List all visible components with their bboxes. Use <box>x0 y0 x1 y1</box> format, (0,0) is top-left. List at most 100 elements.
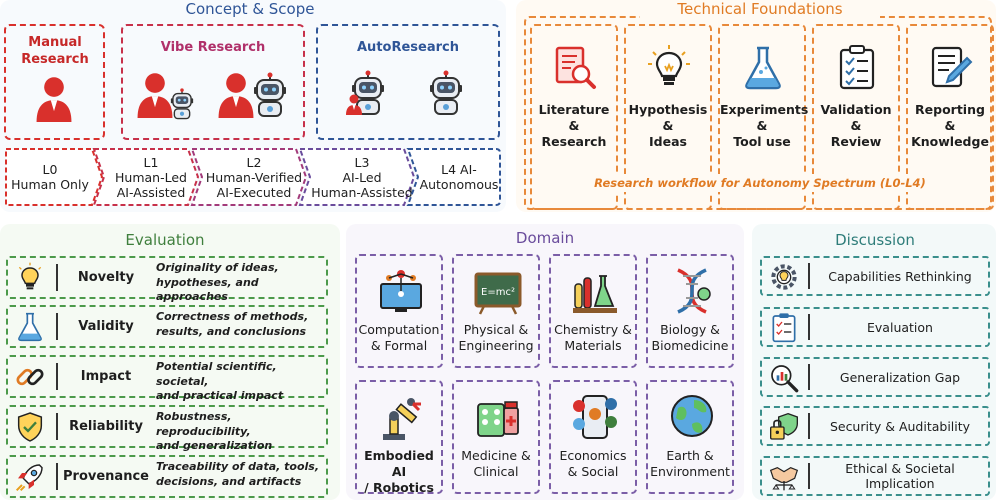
topic-name: Generalization Gap <box>839 369 961 385</box>
criterion-validity: Validity Correctness of methods,results,… <box>6 305 328 348</box>
criterion-desc: Traceability of data, tools,decisions, a… <box>156 460 320 488</box>
criterion-novelty: Novelty Originality of ideas,hypotheses,… <box>6 256 328 303</box>
criterion-desc: Robustness, reproducibility,and generali… <box>156 410 273 452</box>
criterion-name: Validity <box>78 319 134 334</box>
discussion-title: Discussion <box>835 231 915 249</box>
level-l1-extra: AI-Assisted <box>116 184 186 200</box>
chain-link-icon <box>16 368 44 386</box>
concept-title: Concept & Scope <box>185 0 315 18</box>
domain-medicine: Medicine &Clinical <box>452 380 540 494</box>
criterion-name: Reliability <box>69 419 143 434</box>
criterion-desc: Originality of ideas,hypotheses, and app… <box>156 261 279 303</box>
technical-title: Technical Foundations <box>640 0 880 18</box>
level-l3-code: L3 <box>354 154 370 170</box>
step-literature-label: Literature&Research <box>538 102 610 149</box>
topic-security: Security & Auditability <box>760 406 990 446</box>
earth-globe-icon <box>671 395 713 437</box>
lightbulb-icon <box>18 262 42 290</box>
level-l2-shape <box>190 148 308 206</box>
lab-glassware-icon <box>573 275 617 313</box>
row-separator <box>808 364 810 390</box>
row-separator <box>56 463 58 490</box>
level-l0-name: Human Only <box>11 177 89 192</box>
manual-research-label: Manual Research <box>21 35 89 67</box>
vibe-research-label: Vibe Research <box>160 39 266 55</box>
domain-label: Biology &Biomedicine <box>651 322 729 353</box>
level-l3-extra: Human-Assisted <box>311 184 413 200</box>
document-search-icon <box>555 46 596 89</box>
domain-label: Embodied AI/ Robotics <box>364 448 434 495</box>
row-separator <box>808 413 810 439</box>
blackboard-emc2-icon: E=mc² <box>474 272 522 315</box>
discussion-panel <box>752 224 996 500</box>
domain-robotics: Embodied AI/ Robotics <box>355 380 443 495</box>
manual-research-box <box>4 24 105 140</box>
level-l0-shape <box>5 148 104 206</box>
domain-biology: Biology &Biomedicine <box>646 254 734 368</box>
robot-icon <box>253 72 287 117</box>
lock-shield-icon <box>770 412 798 440</box>
level-l1-code: L1 <box>143 154 159 170</box>
domain-label: Computation& Formal <box>358 322 440 353</box>
step-validation: Validation&Review <box>812 24 900 210</box>
criterion-impact: Impact Potential scientific, societal,an… <box>6 355 328 402</box>
row-separator <box>56 363 58 390</box>
vibe-research-box <box>121 24 305 140</box>
dna-icon <box>677 268 711 314</box>
criterion-name: Novelty <box>77 270 135 285</box>
topic-capabilities: Capabilities Rethinking <box>760 256 990 296</box>
handshake-scales-icon <box>769 466 799 491</box>
criterion-reliability: Reliability Robustness, reproducibility,… <box>6 405 328 452</box>
step-reporting-label: Reporting&Knowledge <box>911 102 989 149</box>
svg-text:E=mc²: E=mc² <box>481 287 515 298</box>
robot-icon <box>170 88 194 120</box>
lightbulb-icon <box>648 45 690 85</box>
level-l4-name: Autonomous <box>419 177 499 192</box>
magnifier-chart-icon <box>771 365 799 393</box>
row-separator <box>808 314 810 340</box>
row-separator <box>56 413 58 440</box>
domain-physical: E=mc² Physical &Engineering <box>452 254 540 368</box>
step-literature: Literature&Research <box>530 24 618 210</box>
topic-name: Evaluation <box>867 319 933 335</box>
step-validation-label: Validation&Review <box>820 102 892 149</box>
level-l1-name: Human-Led <box>115 169 187 185</box>
step-experiments: Experiments&Tool use <box>718 24 808 210</box>
checklist-icon <box>839 45 875 90</box>
shield-check-icon <box>17 412 43 442</box>
row-separator <box>56 313 58 340</box>
topic-name: Security & Auditability <box>829 418 971 434</box>
criterion-desc: Correctness of methods,results, and conc… <box>156 310 309 338</box>
level-l0-code: L0 <box>42 162 58 177</box>
medicine-icon <box>477 401 519 437</box>
rocket-icon <box>15 464 43 492</box>
human-icon <box>36 77 72 122</box>
gear-lightbulb-icon <box>771 264 797 290</box>
flask-icon <box>18 312 42 342</box>
smartphone-social-icon <box>573 395 617 439</box>
level-l4: L4 AI-Autonomous <box>406 147 502 207</box>
criterion-provenance: Provenance Traceability of data, tools,d… <box>6 455 328 498</box>
autoresearch-label: AutoResearch <box>357 39 459 55</box>
topic-name: Capabilities Rethinking <box>828 268 972 284</box>
clipboard-check-icon <box>772 313 796 343</box>
domain-label: Physical &Engineering <box>458 322 534 353</box>
level-l4-shape <box>406 148 501 206</box>
technical-caption: Research workflow for Autonomy Spectrum … <box>580 174 940 192</box>
row-separator <box>56 264 58 291</box>
criterion-name: Impact <box>80 369 132 384</box>
human-icon <box>346 94 362 115</box>
level-l3-name: AI-Led <box>342 169 382 185</box>
domain-chemistry: Chemistry &Materials <box>549 254 637 368</box>
criterion-name: Provenance <box>63 469 149 484</box>
level-l3-shape <box>298 148 416 206</box>
domain-computation: Computation& Formal <box>355 254 443 368</box>
row-separator <box>808 463 810 489</box>
domain-label: Medicine &Clinical <box>461 448 531 479</box>
domain-label: Economics& Social <box>559 448 627 479</box>
step-reporting: Reporting&Knowledge <box>906 24 994 210</box>
report-pen-icon <box>931 46 973 88</box>
